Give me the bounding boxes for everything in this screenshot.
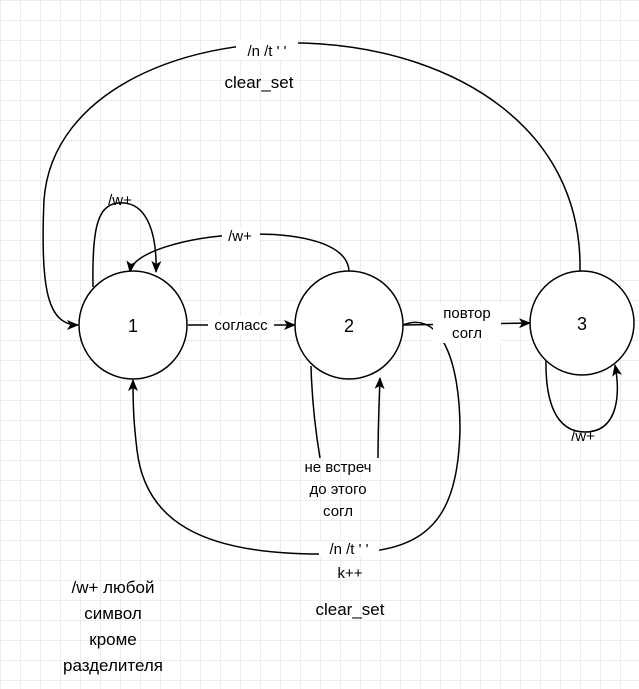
state-3-label: 3 xyxy=(577,314,587,334)
label-s2-self-line1: не встреч xyxy=(305,459,372,476)
label-s2-to-s3-line1: повтор xyxy=(443,305,491,322)
legend-line4: разделителя xyxy=(63,656,163,675)
edge-s1-self-loop xyxy=(92,202,162,288)
label-s2-self-line3: согл xyxy=(323,503,353,520)
label-s2-to-s1-top: /w+ xyxy=(228,228,252,245)
edge-s3-to-s1-top xyxy=(42,42,581,330)
edge-s3-self-loop xyxy=(545,357,623,433)
label-s2-to-s1-bottom-action2: clear_set xyxy=(316,600,385,619)
label-s3-to-s1-cond: /n /t ' ' xyxy=(247,43,286,60)
state-2-label: 2 xyxy=(344,316,354,336)
edge-s2-to-s1-bottom xyxy=(128,321,461,555)
label-s1-self: /w+ xyxy=(108,192,132,209)
state-1-label: 1 xyxy=(128,316,138,336)
state-2-node xyxy=(294,270,404,380)
label-s3-to-s1-action: clear_set xyxy=(225,73,294,92)
label-s2-to-s1-bottom-action1: k++ xyxy=(337,565,362,582)
legend-line3: кроме xyxy=(89,630,137,649)
label-s1-to-s2: согласс xyxy=(214,317,268,334)
legend-line2: символ xyxy=(84,604,142,623)
state-1-node xyxy=(78,270,188,380)
legend-line1: /w+ любой xyxy=(71,578,154,597)
label-s2-self-line2: до этого xyxy=(309,481,366,498)
edge-s2-self-loop xyxy=(310,366,380,459)
label-s2-to-s3-line2: согл xyxy=(452,325,482,342)
label-s3-self: /w+ xyxy=(571,428,595,445)
label-s2-to-s1-bottom-cond: /n /t ' ' xyxy=(329,541,368,558)
state-3-node xyxy=(529,270,635,376)
